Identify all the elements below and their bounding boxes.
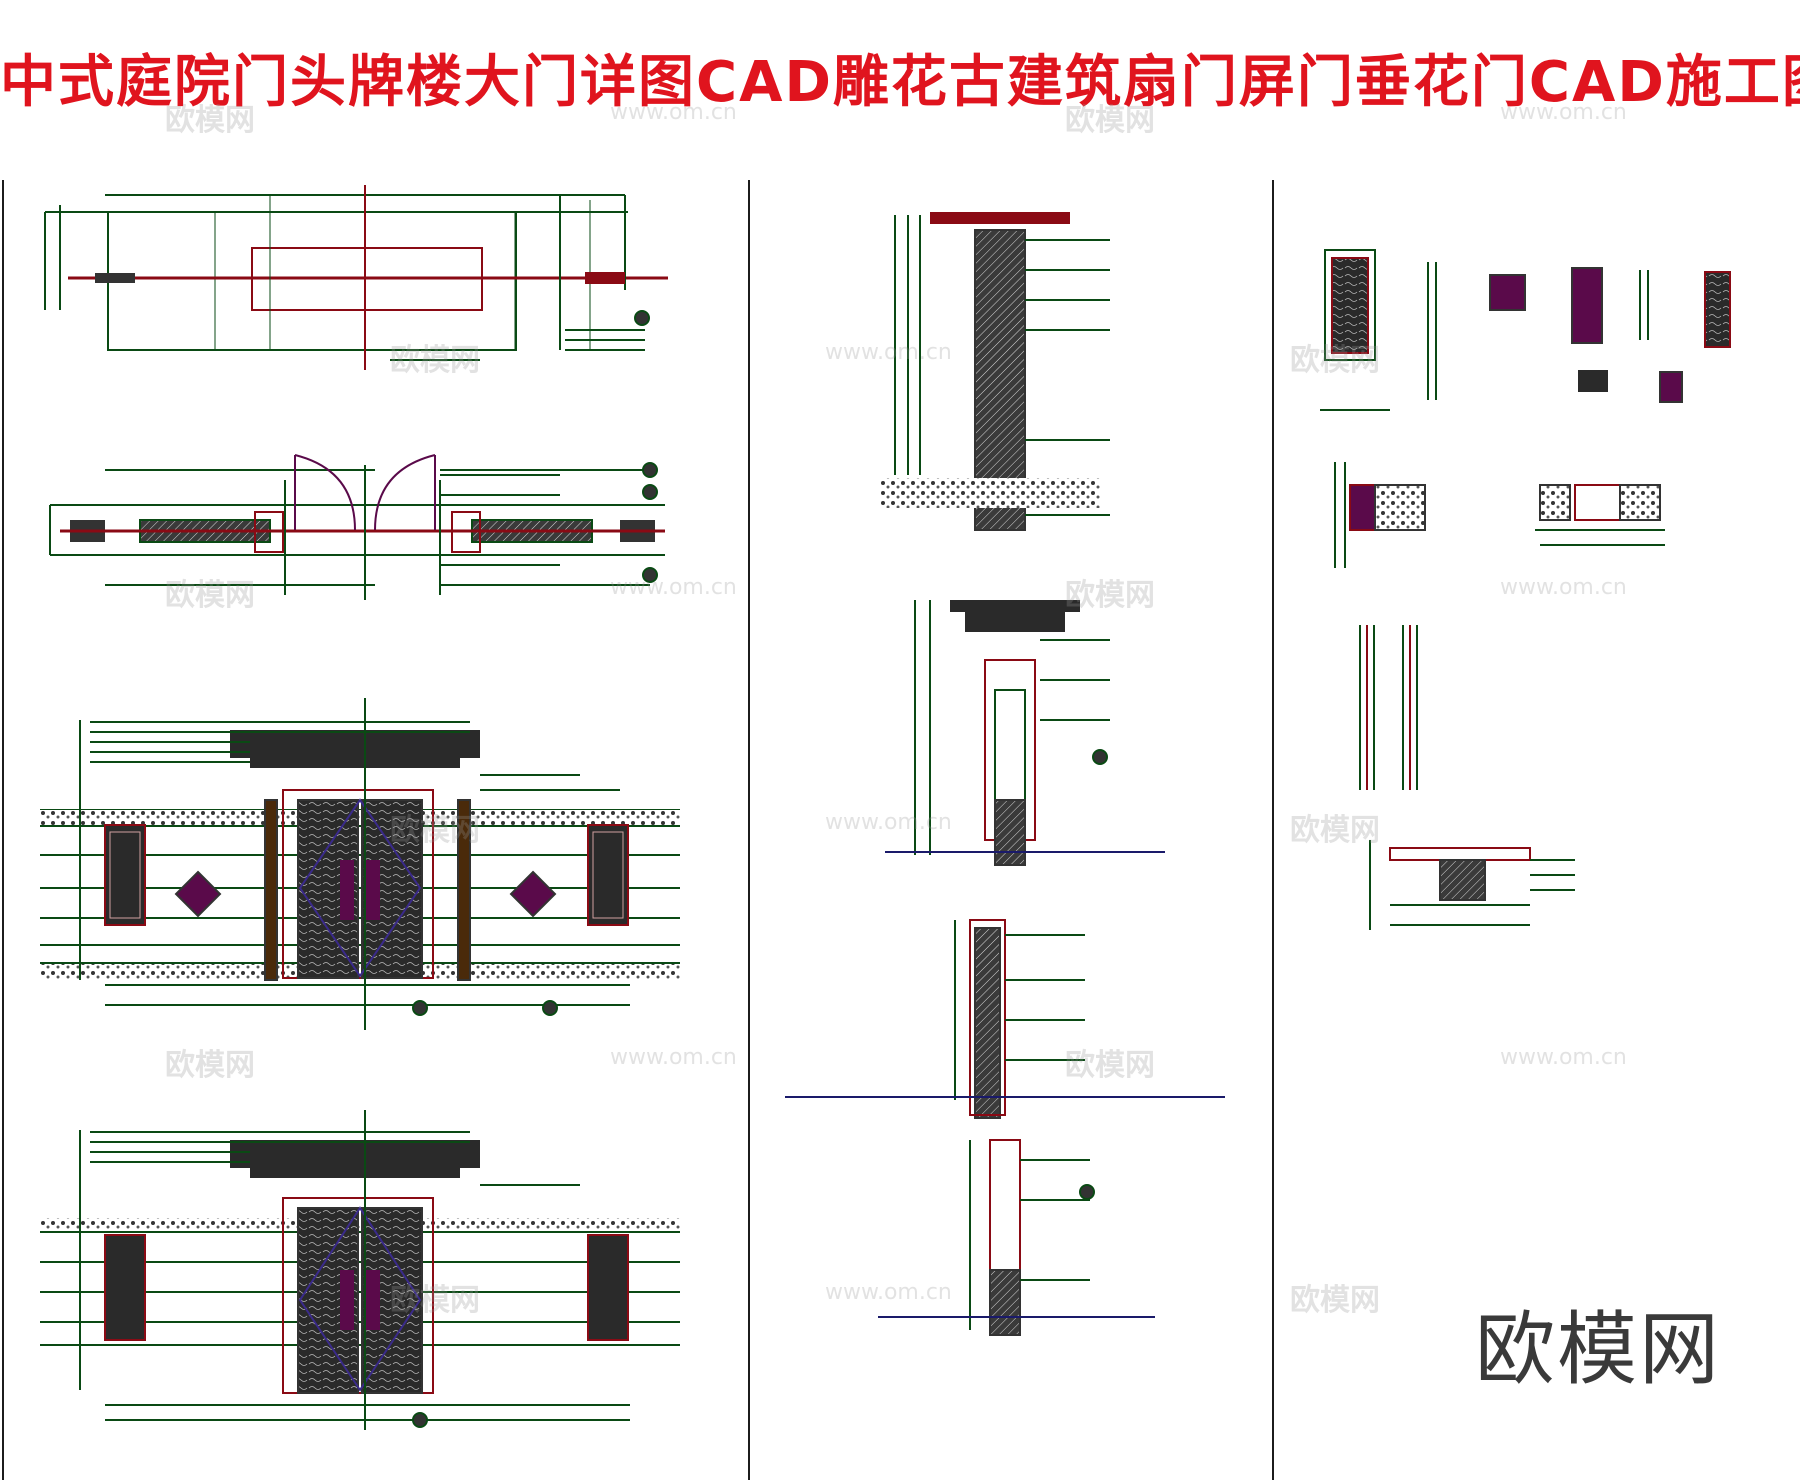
- page-title: 中式庭院门头牌楼大门详图CAD雕花古建筑扇门屏门垂花门CAD施工图: [0, 50, 1800, 115]
- section-4-drawing: [878, 1139, 1155, 1336]
- watermark: 欧模网: [1065, 1048, 1155, 1083]
- watermark-url: www.om.cn: [1500, 575, 1627, 600]
- watermark-url: www.om.cn: [610, 100, 737, 125]
- column-divider-mid2: [1272, 180, 1274, 1480]
- watermark: 欧模网: [165, 578, 255, 613]
- watermark-url: www.om.cn: [610, 575, 737, 600]
- watermark: 欧模网: [390, 343, 480, 378]
- brand-logo-text: 欧模网: [1475, 1303, 1721, 1396]
- detail-joints-drawing: [1334, 462, 1665, 568]
- watermark: 欧模网: [165, 1048, 255, 1083]
- section-2-drawing: [885, 600, 1165, 866]
- watermark: 欧模网: [1290, 813, 1380, 848]
- watermark: 欧模网: [390, 1283, 480, 1318]
- elevation-front-drawing: [40, 698, 680, 1030]
- detail-slats-drawing: [1359, 625, 1418, 790]
- detail-cluster-drawing: [1320, 249, 1731, 411]
- watermark: 欧模网: [1065, 103, 1155, 138]
- watermark-url: www.om.cn: [825, 1280, 952, 1305]
- watermark-url: www.om.cn: [825, 810, 952, 835]
- column-divider-left: [2, 180, 4, 1480]
- watermark-url: www.om.cn: [1500, 1045, 1627, 1070]
- plan-doors-drawing: [49, 454, 665, 600]
- watermark-url: www.om.cn: [610, 1045, 737, 1070]
- elevation-back-drawing: [40, 1110, 680, 1430]
- watermark: 欧模网: [1290, 1283, 1380, 1318]
- detail-eave-drawing: [1369, 840, 1575, 930]
- watermark: 欧模网: [390, 813, 480, 848]
- watermark: 欧模网: [1065, 578, 1155, 613]
- watermark-url: www.om.cn: [1500, 100, 1627, 125]
- plan-top-drawing: [44, 185, 668, 370]
- section-1-drawing: [880, 212, 1110, 531]
- column-divider-mid1: [748, 180, 750, 1480]
- watermark-url: www.om.cn: [825, 340, 952, 365]
- section-3-drawing: [785, 919, 1225, 1119]
- watermark: 欧模网: [165, 103, 255, 138]
- watermark: 欧模网: [1290, 343, 1380, 378]
